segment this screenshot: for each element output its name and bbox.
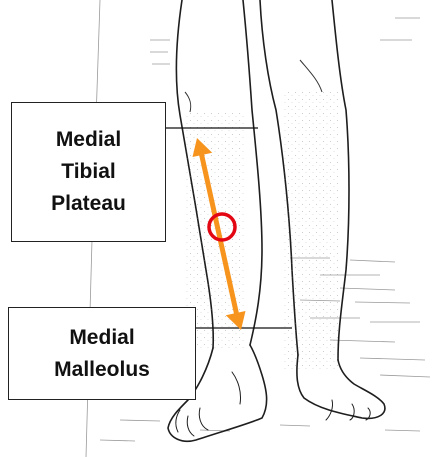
label-line: Medial: [69, 322, 134, 354]
label-line: Malleolus: [54, 354, 150, 386]
label-line: Medial: [56, 124, 121, 156]
label-line: Tibial: [61, 156, 115, 188]
medial-tibial-plateau-label: Medial Tibial Plateau: [11, 102, 166, 242]
label-line: Plateau: [51, 188, 126, 220]
medial-malleolus-label: Medial Malleolus: [8, 307, 196, 400]
